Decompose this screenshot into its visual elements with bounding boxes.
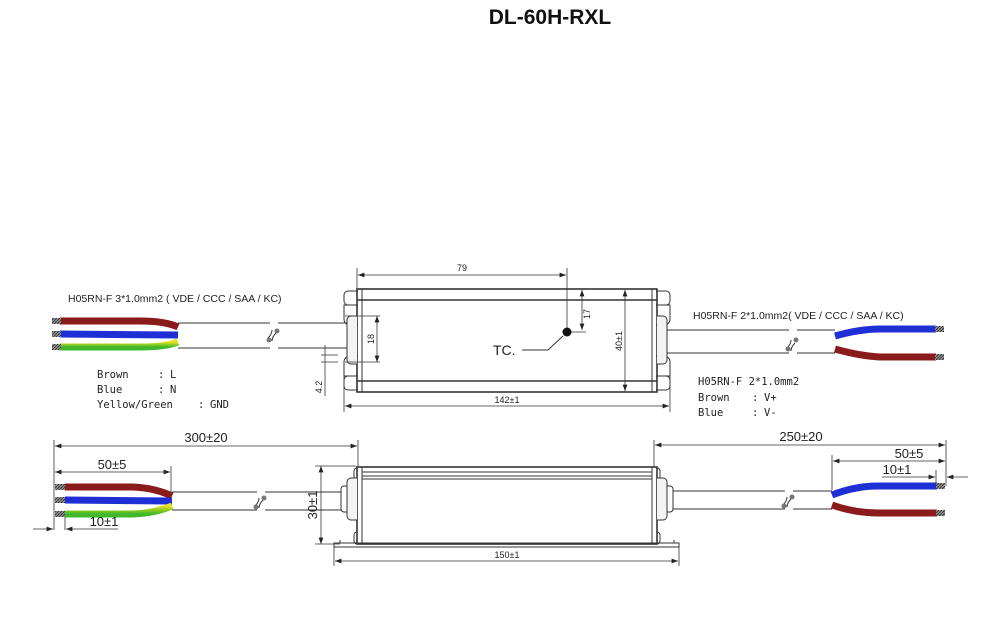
svg-text::: : [158,384,164,396]
yellow-green-wire [60,338,180,351]
page-title: DL-60H-RXL [488,6,612,29]
svg-text:GND: GND [210,399,229,411]
dim-18: 18 [366,334,376,344]
input-wire-legend: Brown : L Blue : N Yellow/Green : GND [97,369,229,411]
blue-wire [59,330,179,339]
dim-142: 142±1 [495,395,520,405]
dim-150: 150±1 [495,550,520,560]
top-view-dimensions [321,268,671,412]
dim-30: 30±1 [305,491,320,520]
dim-output-10: 10±1 [883,462,912,477]
dim-300: 300±20 [184,430,227,445]
side-view-dimensions [33,440,968,566]
dim-output-50: 50±5 [895,446,924,461]
dim-79: 79 [457,263,467,273]
svg-text:H05RN-F 2*1.0mm2: H05RN-F 2*1.0mm2 [698,376,799,388]
svg-text:V+: V+ [764,392,777,404]
dim-4-2: 4.2 [314,381,324,394]
svg-text:Blue: Blue [698,407,723,419]
svg-text::: : [752,392,758,404]
output-cable-spec: H05RN-F 2*1.0mm2( VDE / CCC / SAA / KC) [693,310,904,322]
svg-text:Brown: Brown [698,392,730,404]
dim-17: 17 [582,309,592,319]
input-cable-spec: H05RN-F 3*1.0mm2 ( VDE / CCC / SAA / KC) [68,293,282,305]
svg-text::: : [752,407,758,419]
svg-text:V-: V- [764,407,777,419]
side-view [333,466,680,548]
input-cable-side [55,483,341,518]
tc-point-icon [562,327,572,337]
output-cable-top [667,325,944,361]
output-wire-legend: H05RN-F 2*1.0mm2 Brown : V+ Blue : V- [698,376,799,419]
svg-text:Yellow/Green: Yellow/Green [97,399,173,411]
input-cable-top [52,317,347,351]
svg-text:Brown: Brown [97,369,129,381]
dim-250: 250±20 [779,429,822,444]
output-cable-side [673,482,945,517]
dim-input-10: 10±1 [90,514,119,529]
tc-label: TC. [493,342,516,358]
svg-text:L: L [170,369,176,381]
svg-text::: : [198,399,204,411]
brown-wire [60,317,180,331]
dim-input-50: 50±5 [98,457,127,472]
svg-text:N: N [170,384,176,396]
top-view [343,288,671,393]
dim-40: 40±1 [614,331,624,351]
svg-text::: : [158,369,164,381]
svg-text:Blue: Blue [97,384,122,396]
